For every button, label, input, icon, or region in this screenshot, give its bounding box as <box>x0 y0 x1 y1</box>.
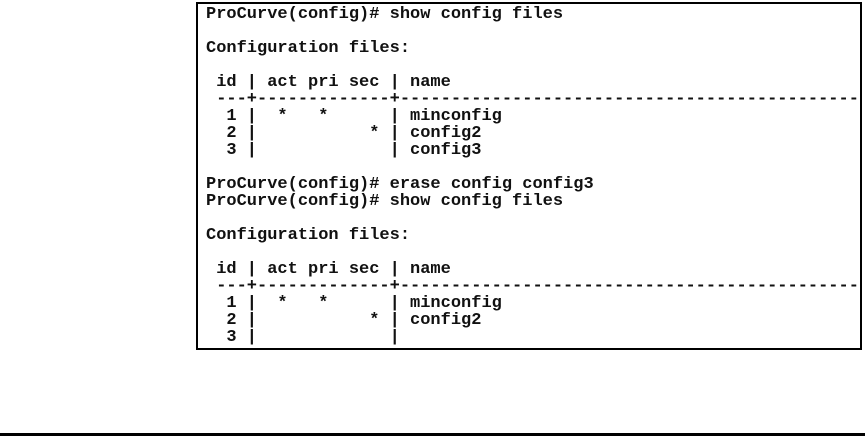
cli-output-text: ProCurve(config)# show config files Conf… <box>206 5 860 347</box>
cli-example-box: ProCurve(config)# show config files Conf… <box>196 2 862 350</box>
page-bottom-divider <box>0 433 865 436</box>
